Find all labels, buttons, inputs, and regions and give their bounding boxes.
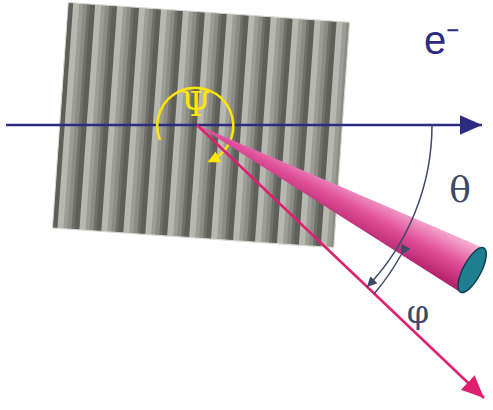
angle-symbol: Ψ xyxy=(181,87,211,121)
radiation-cone xyxy=(185,103,491,296)
observation-line xyxy=(197,125,484,398)
phi-arc xyxy=(374,255,401,294)
angle-symbol: φ xyxy=(407,296,429,328)
electron-beam xyxy=(6,124,482,127)
particle-label: e⁻ xyxy=(424,20,460,60)
angle-symbol: θ xyxy=(449,172,471,208)
theta-arc xyxy=(367,125,432,287)
